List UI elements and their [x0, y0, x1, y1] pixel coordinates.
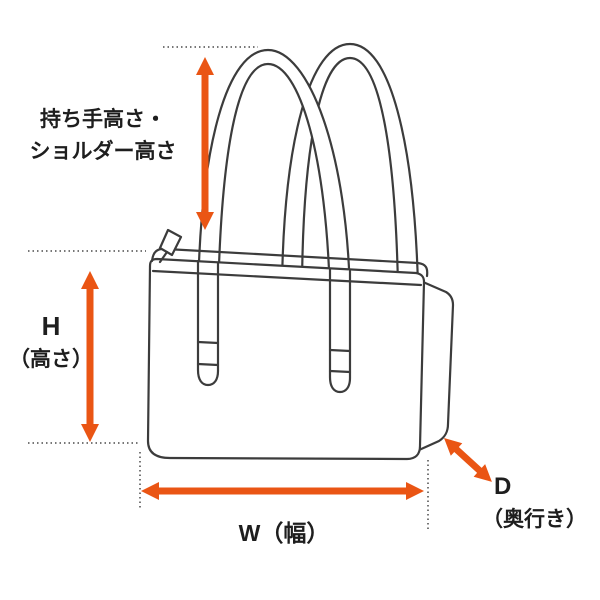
bag-right-strap: [328, 267, 352, 394]
height-arrow: [81, 271, 99, 442]
handle-height-label-line1: 持ち手高さ・: [40, 108, 166, 131]
guide-lines: [28, 46, 429, 530]
dimension-arrows: [81, 57, 492, 500]
bag-left-strap-keeper: [196, 340, 220, 367]
handle-height-arrow: [196, 57, 214, 230]
bag-zipper-pull: [158, 228, 183, 257]
handle-height-label-line2: ショルダー高さ: [29, 139, 177, 163]
height-label-letter: H: [41, 311, 61, 341]
handle-height-label: 持ち手高さ・ ショルダー高さ: [12, 104, 194, 167]
height-label-unit: （高さ）: [9, 347, 93, 371]
bag-right-strap-keeper: [328, 348, 352, 374]
depth-label-letter: D: [494, 473, 512, 500]
height-label: H （高さ）: [6, 310, 96, 375]
width-label: W（幅）: [238, 520, 330, 546]
bag-opening-back-edge: [150, 247, 429, 278]
depth-arrow: [444, 438, 492, 482]
width-arrow: [141, 482, 424, 500]
bag-front-face: [146, 257, 426, 461]
depth-label-unit: （奥行き）: [482, 507, 587, 531]
bag-left-strap: [196, 259, 220, 387]
depth-label: D （奥行き）: [482, 470, 598, 535]
bag-side-panel: [417, 280, 455, 452]
bag-drawing: [146, 42, 455, 461]
bag-zipper-pull-tab: [158, 250, 169, 264]
